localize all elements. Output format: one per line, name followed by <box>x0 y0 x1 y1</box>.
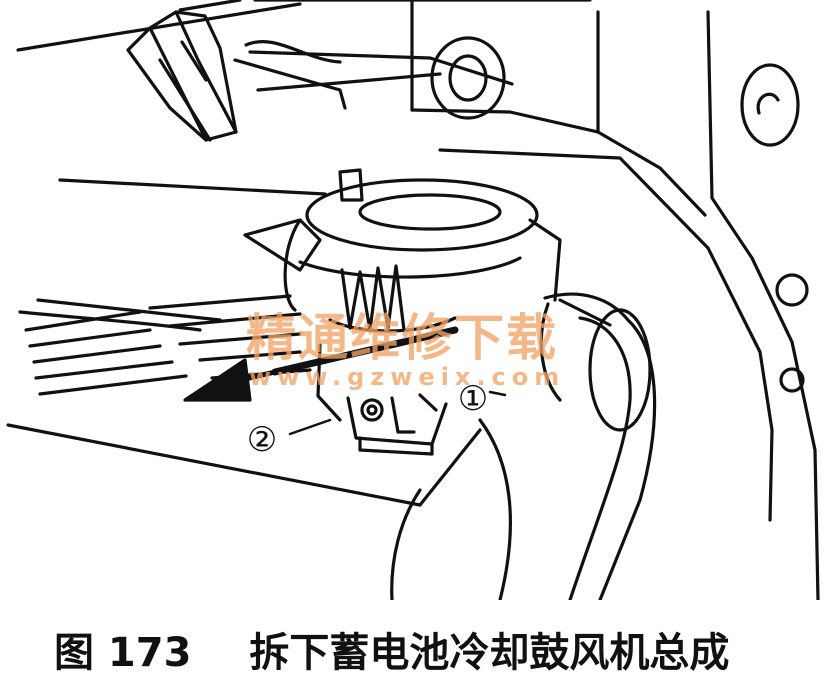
figure-caption: 图 173 拆下蓄电池冷却鼓风机总成 <box>54 614 729 684</box>
battery-tray-ribs <box>6 294 482 507</box>
body-bolt-upper <box>740 63 800 147</box>
callout-2: ② <box>247 420 277 460</box>
hose-clamp-bracket <box>126 10 347 142</box>
upper-body-panel <box>16 0 820 600</box>
screwdriver-tool <box>178 0 514 120</box>
callout-1: ① <box>458 379 488 419</box>
figure-title: 拆下蓄电池冷却鼓风机总成 <box>249 630 730 676</box>
air-duct-hose <box>390 292 657 600</box>
figure-number: 图 173 <box>54 630 192 676</box>
callout-leaders <box>288 390 507 436</box>
blower-housing <box>243 168 562 312</box>
removal-direction-arrow <box>183 326 459 402</box>
battery-blower-removal-illustration: ① ② <box>6 0 820 600</box>
mounting-bracket <box>346 393 448 456</box>
body-clip-right <box>775 273 809 393</box>
